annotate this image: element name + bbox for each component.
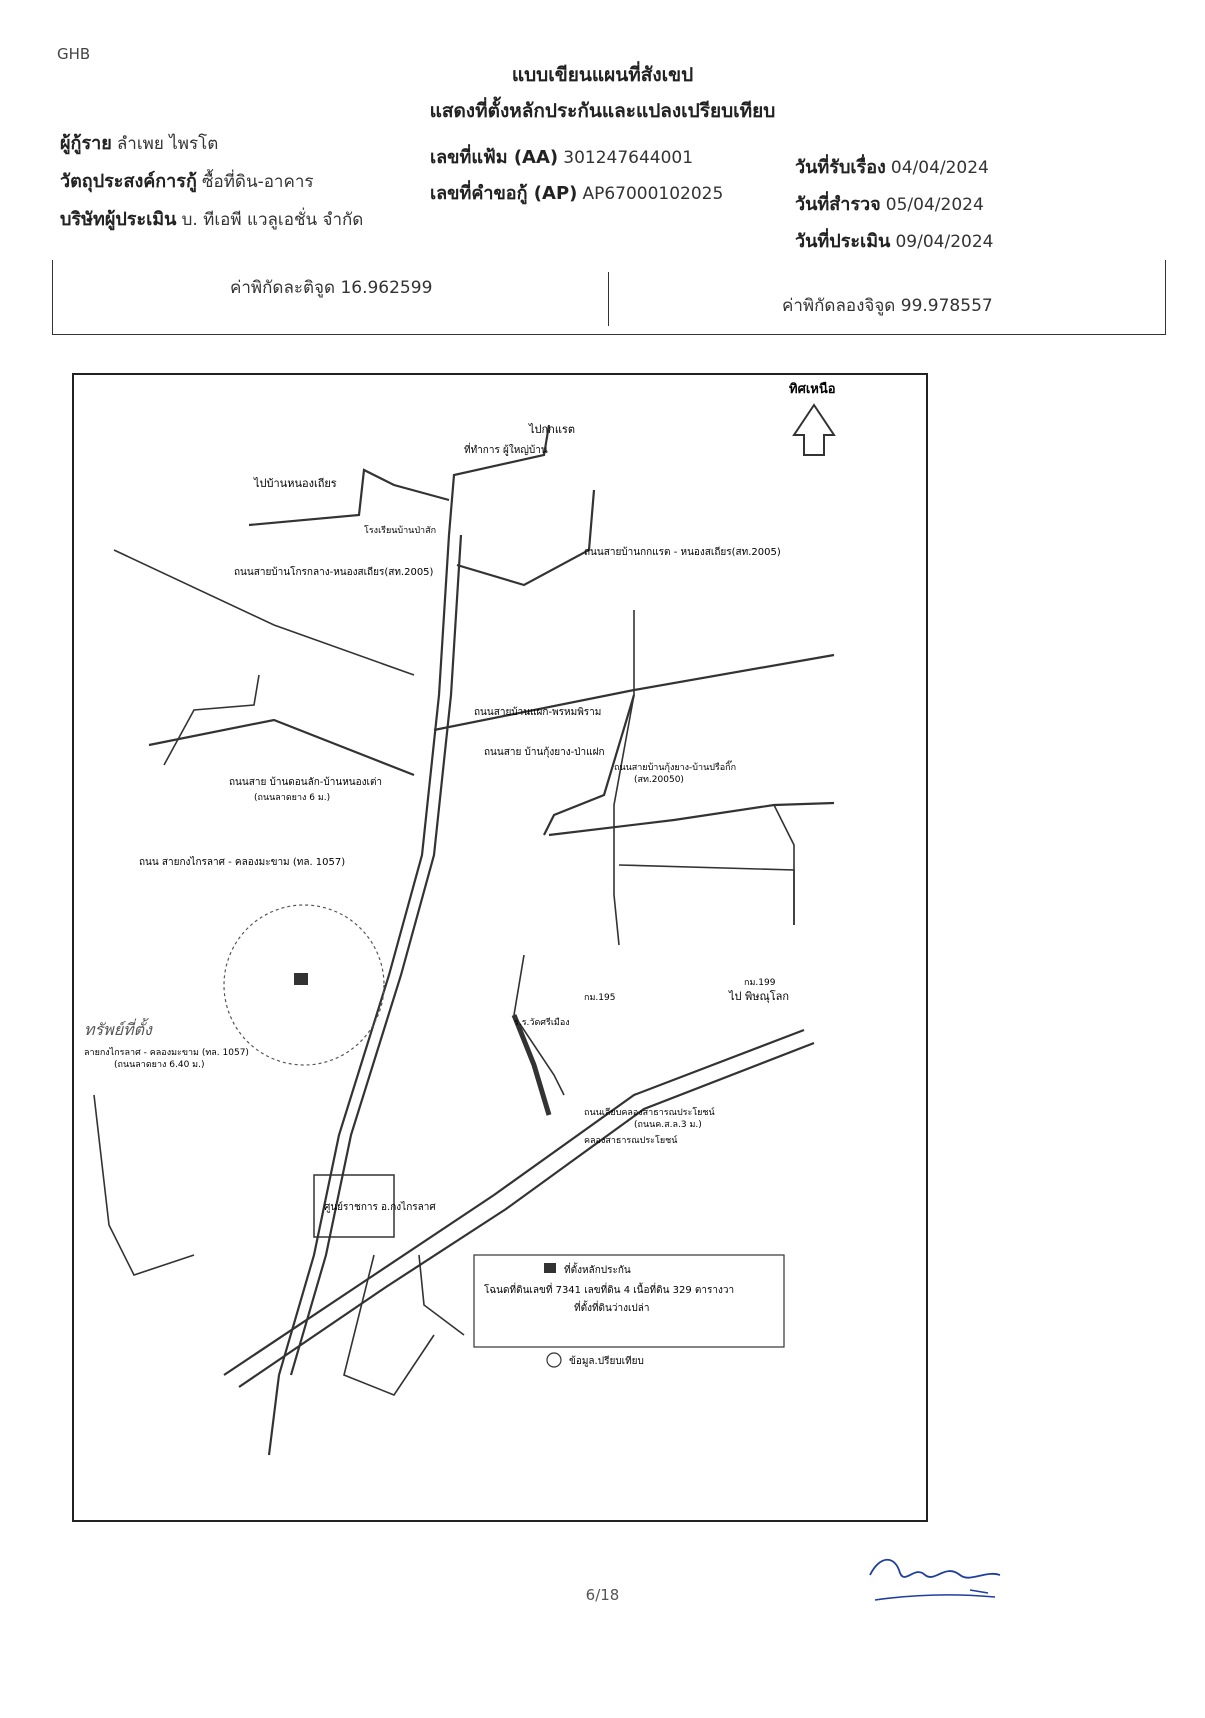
file-no-value: 301247644001 (563, 148, 694, 168)
road-north (447, 424, 551, 536)
legend-collateral-icon (544, 1263, 556, 1273)
longitude-value: 99.978557 (900, 296, 993, 316)
label-km195: กม.195 (584, 993, 615, 1003)
road-network (93, 424, 835, 1456)
handwritten-signature (869, 1558, 1001, 1601)
coordinate-divider (608, 272, 609, 326)
label-road-1057-west: ลายกงไกรลาศ - คลองมะขาม (ทล. 1057) (84, 1047, 249, 1058)
canal (511, 1014, 552, 1116)
road-kungyang (543, 694, 636, 836)
latitude-value: 16.962599 (340, 278, 433, 298)
label-kongyang: ถนนสาย บ้านกุ้งยาง-ป่าแฝก (484, 746, 605, 758)
survey-date-label: วันที่สำรวจ (795, 194, 881, 215)
purpose-value: ซื้อที่ดิน-อาคาร (201, 172, 314, 192)
label-canal-road-width: (ถนนค.ส.ล.3 ม.) (634, 1120, 702, 1130)
label-road-kungyang: ถนนสายบ้านกุ้งยาง-บ้านปรือกิ๊ก (614, 760, 736, 773)
north-arrow-icon (792, 403, 836, 456)
label-road-1057: ถนน สายกงไกรลาศ - คลองมะขาม (ทล. 1057) (139, 856, 345, 868)
request-no-row: เลขที่คำขอกู้ (AP) AP67000102025 (430, 178, 723, 207)
borrower-row: ผู้กู้ราย ลำเพย ไพรโต (60, 128, 218, 157)
latitude-row: ค่าพิกัดละติจูด 16.962599 (230, 274, 432, 301)
road-west-nongtian (248, 468, 450, 527)
road-ne-pakkaraet (456, 489, 596, 587)
appraiser-row: บริษัทผู้ประเมิน บ. ทีเอพี แวลูเอชั่น จำ… (60, 204, 363, 233)
purpose-row: วัตถุประสงค์การกู้ ซื้อที่ดิน-อาคาร (60, 166, 314, 195)
label-village-head: ที่ทำการ ผู้ใหญ่บ้าน (464, 442, 548, 456)
road-koklang (113, 549, 415, 676)
document-subtitle: แสดงที่ตั้งหลักประกันและแปลงเปรียบเทียบ (429, 100, 776, 122)
legend-collateral-status: ที่ตั้งที่ดินว่างเปล่า (574, 1300, 650, 1314)
collateral-radius (223, 904, 385, 1066)
latitude-label: ค่าพิกัดละติจูด (230, 278, 336, 298)
legend-collateral-desc: โฉนดที่ดินเลขที่ 7341 เลขที่ดิน 4 เนื้อท… (484, 1282, 734, 1296)
borrower-value: ลำเพย ไพรโต (116, 134, 219, 154)
label-canal: คลองสาธารณประโยชน์ (584, 1134, 677, 1146)
survey-date-value: 05/04/2024 (885, 195, 984, 215)
file-no-row: เลขที่แฟ้ม (AA) 301247644001 (430, 142, 693, 171)
legend-collateral-label: ที่ตั้งหลักประกัน (564, 1262, 631, 1276)
survey-date-row: วันที่สำรวจ 05/04/2024 (795, 189, 984, 218)
label-school: โรงเรียนบ้านป่าสัก (364, 525, 436, 536)
road-east (548, 801, 835, 837)
district-office-box (313, 1174, 395, 1238)
legend-comparison-icon (546, 1352, 562, 1368)
longitude-label: ค่าพิกัดลองจิจูด (782, 296, 896, 316)
appraisal-date-row: วันที่ประเมิน 09/04/2024 (795, 226, 993, 255)
label-road-koklang: ถนนสายบ้านโกรกลาง-หนองสเถียร(สท.2005) (234, 565, 434, 578)
label-to-nong-tian: ไปบ้านหนองเถียร (253, 477, 337, 490)
label-road-phaeng: ถนนสายบ้านแผก-พรหมพิราม (474, 706, 601, 718)
appraiser-value: บ. ทีเอพี แวลูเอชั่น จำกัด (181, 210, 364, 230)
received-date-value: 04/04/2024 (890, 158, 989, 178)
map-frame: ทิศเหนือ ศูนย์ราชการ อ.กงไกรลาศ ไปกกแรต … (72, 373, 928, 1522)
appraiser-label: บริษัทผู้ประเมิน (60, 209, 177, 230)
request-no-label: เลขที่คำขอกู้ (AP) (430, 183, 578, 204)
label-road-donlak: ถนนสาย บ้านดอนลัก-บ้านหนองเต่า (229, 776, 382, 788)
document-id: GHB (57, 45, 91, 63)
label-pakkaraet: ไปกกแรต (528, 423, 575, 436)
district-office-label: ศูนย์ราชการ อ.กงไกรลาศ (324, 1201, 436, 1213)
legend-box (473, 1254, 785, 1348)
file-no-label: เลขที่แฟ้ม (AA) (430, 147, 559, 168)
legend-comparison-label: ข้อมูล.ปรียบเทียบ (569, 1355, 644, 1367)
page-number: 6/18 (585, 1586, 620, 1604)
appraisal-date-label: วันที่ประเมิน (795, 231, 891, 252)
appraisal-date-value: 09/04/2024 (895, 232, 994, 252)
collateral-marker (294, 973, 308, 985)
received-date-row: วันที่รับเรื่อง 04/04/2024 (795, 152, 989, 181)
document-title: แบบเขียนแผนที่สังเขป (511, 64, 694, 86)
handwritten-asset-note: ทรัพย์ที่ตั้ง (84, 1018, 153, 1039)
coordinate-box (52, 260, 1166, 335)
north-label: ทิศเหนือ (789, 381, 836, 397)
label-road-pakkaraet: ถนนสายบ้านกกแรต - หนองสเถียร(สท.2005) (584, 546, 781, 558)
sketch-map: ทิศเหนือ ศูนย์ราชการ อ.กงไกรลาศ ไปกกแรต … (84, 381, 836, 1456)
label-to-phitsanulok: ไป พิษณุโลก (728, 989, 789, 1003)
label-wat-si-muang: ร.ร.วัดศรีเมือง (514, 1017, 570, 1028)
label-canal-road: ถนนเลียบคลองสาธารณประโยชน์ (584, 1106, 715, 1118)
label-road-1057-width: (ถนนลาดยาง 6.40 ม.) (114, 1060, 204, 1070)
road-main-ns (277, 534, 451, 1376)
received-date-label: วันที่รับเรื่อง (795, 157, 886, 178)
road-highway-1057 (223, 1028, 805, 1376)
road-donlak (148, 718, 415, 777)
purpose-label: วัตถุประสงค์การกู้ (60, 171, 197, 192)
label-km199: กม.199 (744, 978, 776, 988)
label-road-donlak-width: (ถนนลาดยาง 6 ม.) (254, 793, 330, 803)
longitude-row: ค่าพิกัดลองจิจูด 99.978557 (782, 292, 993, 319)
road-west-lower (93, 1094, 195, 1276)
request-no-value: AP67000102025 (582, 184, 724, 204)
borrower-label: ผู้กู้ราย (60, 133, 112, 154)
label-road-20050: (สท.20050) (634, 775, 684, 785)
